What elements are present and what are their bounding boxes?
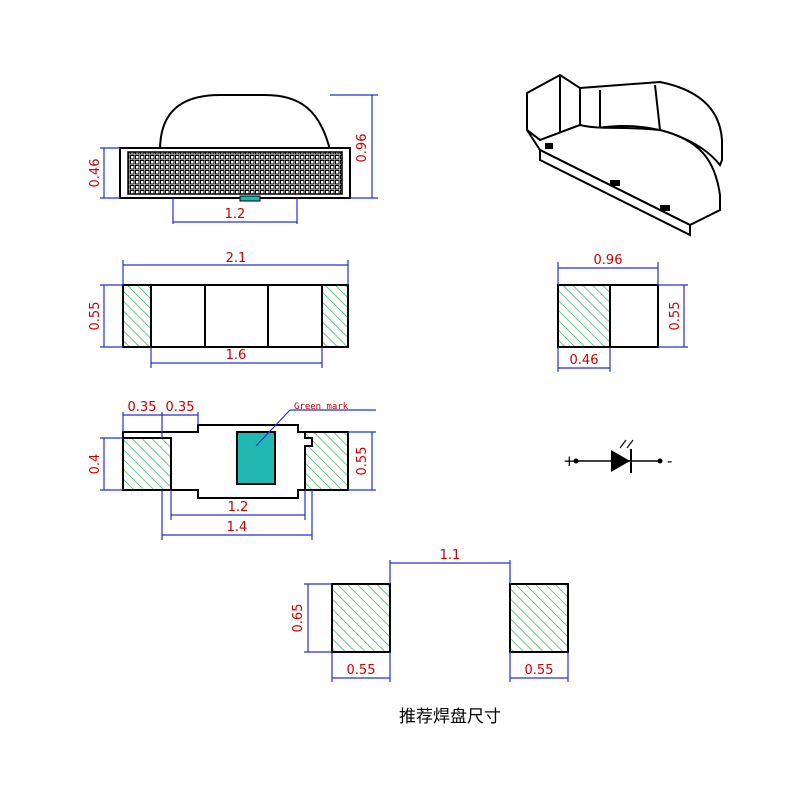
end-view-pad — [557, 284, 611, 348]
front-view-height-label: 0.55 — [88, 302, 103, 331]
side-view-pad-height-label: 0.46 — [88, 159, 103, 188]
front-view-pad-right — [321, 284, 349, 348]
diode-anode-label: + — [563, 452, 576, 470]
end-view-height-label: 0.55 — [668, 302, 683, 331]
bottom-view-pad-right — [304, 431, 349, 491]
side-view: 0.96 0.46 1.2 — [88, 94, 378, 224]
bottom-view-right-height-label: 0.55 — [355, 447, 370, 476]
isometric-view — [526, 73, 723, 237]
bottom-view-pad-left — [122, 437, 172, 491]
side-view-bottom-width-label: 1.2 — [225, 207, 246, 222]
footprint-pad-left — [331, 583, 391, 653]
end-view: 0.96 0.55 0.46 — [557, 253, 688, 372]
bottom-view-outer-label: 1.4 — [227, 520, 248, 535]
footprint-gap-label: 1.1 — [440, 548, 461, 563]
footprint-right-width-label: 0.55 — [525, 663, 554, 678]
bottom-view-pad-b-label: 0.35 — [166, 400, 195, 415]
side-view-lens-mark — [239, 195, 261, 202]
footprint-left-width-label: 0.55 — [347, 663, 376, 678]
footprint: 1.1 0.65 0.55 0.55 推荐焊盘尺寸 — [291, 548, 569, 727]
footprint-pad-right — [509, 583, 569, 653]
front-view-pad-left — [122, 284, 152, 348]
bottom-view-inner-label: 1.2 — [228, 500, 249, 515]
green-mark-label: Green mark — [294, 402, 349, 412]
green-mark — [236, 431, 276, 485]
diode-symbol-icon: + - — [563, 439, 672, 473]
side-view-body-grid — [127, 151, 343, 195]
footprint-height-label: 0.65 — [291, 604, 306, 633]
bottom-view: 0.35 0.35 Green mark 0.4 0.55 1.2 1.4 — [88, 400, 376, 540]
footprint-caption: 推荐焊盘尺寸 — [399, 707, 501, 727]
diode-cathode-label: - — [667, 452, 672, 470]
end-view-width-label: 0.96 — [594, 253, 623, 268]
front-view-length-label: 2.1 — [226, 251, 247, 266]
front-view-inner-label: 1.6 — [226, 348, 247, 363]
front-view: 2.1 0.55 1.6 — [88, 251, 349, 368]
side-view-dome — [158, 94, 332, 151]
end-view-pad-label: 0.46 — [570, 353, 599, 368]
side-view-height-label: 0.96 — [355, 134, 370, 163]
bottom-view-pad-a-label: 0.35 — [128, 400, 157, 415]
bottom-view-left-height-label: 0.4 — [88, 454, 103, 475]
